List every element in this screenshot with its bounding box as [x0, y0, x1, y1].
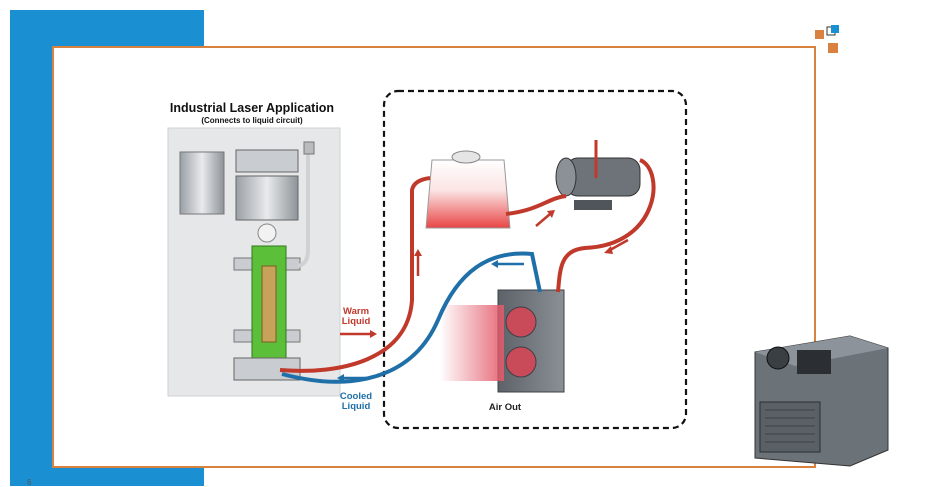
warm-liquid-label: Warm Liquid	[331, 307, 381, 327]
chiller-unit	[440, 289, 565, 393]
cooled-label-line1: Cooled	[339, 391, 373, 402]
chiller-boundary	[382, 89, 688, 430]
warm-liquid-tubes	[279, 140, 656, 373]
brand-logo-icon	[815, 25, 839, 53]
laser-panel	[167, 127, 341, 397]
diagram-subtitle: (Connects to liquid circuit)	[201, 116, 303, 125]
warm-label-line2: Liquid	[341, 316, 371, 327]
reservoir-tank	[425, 150, 511, 229]
slide-number: 6	[27, 478, 32, 487]
diagram-title: Industrial Laser Application	[169, 101, 335, 115]
pump	[555, 157, 641, 210]
chiller-product-image	[754, 335, 889, 467]
cooled-label-line2: Liquid	[341, 401, 371, 412]
air-out-label: Air Out	[488, 402, 522, 413]
cooled-liquid-label: Cooled Liquid	[331, 392, 381, 412]
flow-arrows	[337, 210, 629, 382]
cooled-liquid-tube	[281, 251, 542, 384]
warm-label-line1: Warm	[342, 306, 370, 317]
